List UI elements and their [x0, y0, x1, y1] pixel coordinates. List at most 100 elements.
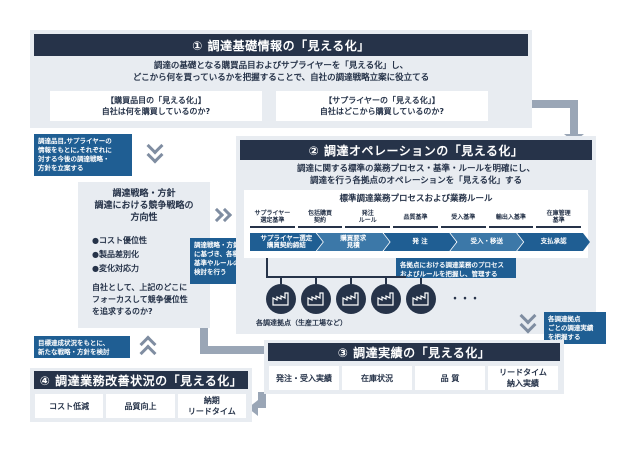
strategy-title-line: 方向性 — [130, 213, 158, 223]
connector-2-3-horizontal — [200, 346, 264, 354]
process-flow-row: サプライヤー選定購買契約締結購買要求見積発 注受入・移送支払承認 — [250, 233, 584, 251]
results-item: 在庫状況 — [342, 366, 412, 390]
site-connector — [420, 278, 422, 284]
sites-tree-trunk — [266, 258, 268, 278]
connector-3-4-vertical — [258, 392, 266, 408]
standard-rule-item: 発注ルール — [345, 208, 391, 228]
section3-title: ③ 調達実績の「見える化」 — [268, 343, 560, 361]
sites-row — [254, 278, 454, 318]
sites-label: 各調達拠点（生産工場など） — [256, 319, 347, 327]
factory-icon — [301, 284, 331, 314]
item-label-line: 品質基準 — [403, 213, 428, 221]
results-item: リードタイム納入実績 — [488, 366, 558, 390]
section1-desc-line2: どこから何を買っているかを把握することで、自社の調達戦略立案に役立てる — [132, 73, 430, 83]
item-box-left-line1: 【購買品目の「見える化」】 — [106, 96, 206, 105]
supplier-box-right-line1: 【サプライヤーの「見える化」】 — [324, 96, 440, 105]
section2-desc-line1: 調達に関する標準の業務プロセス・基準・ルールを明確にし、 — [296, 164, 535, 174]
factory-icon — [371, 284, 401, 314]
section2-title: ② 調達オペレーションの「見える化」 — [240, 140, 592, 160]
double-chevron-down-icon — [514, 307, 542, 338]
strategy-question-line: フォーカスして競争優位性 — [92, 295, 188, 304]
note-right-line: 各調達拠点 — [548, 315, 581, 323]
item-label-line: 基準 — [552, 217, 565, 224]
item-label-line: 輸出入基準 — [495, 213, 526, 221]
note-left-top-line: 情報をもとに,それぞれに — [38, 146, 112, 154]
strategy-question-line: 自社として、上記のどこに — [92, 283, 188, 292]
factory-icon — [336, 284, 366, 314]
standard-process-title: 標準調達業務プロセスおよび業務ルール — [339, 194, 493, 204]
note-left-top-line: 方針を立案する — [38, 164, 84, 172]
process-step: 発 注 — [384, 233, 457, 251]
section1-desc-line1: 調達の基礎となる購買品目およびサプライヤーを「見える化」し、 — [153, 61, 409, 71]
item-label-line: 品質向上 — [124, 401, 157, 411]
process-step: サプライヤー選定購買契約締結 — [250, 233, 323, 251]
item-label-line: 包括購買 — [308, 210, 333, 217]
note-left-top-line: 対する今後の調達戦略・ — [38, 155, 110, 163]
strategy-title: 調達戦略・方針 調達における競争戦略の 方向性 — [80, 188, 208, 224]
item-label-line: 契約 — [314, 217, 327, 224]
process-step: 支払承認 — [517, 233, 590, 251]
strategy-bullet: ●製品差別化 — [92, 250, 139, 259]
improvement-item: コスト低減 — [35, 394, 104, 418]
item-label-line: 購買契約締結 — [266, 241, 306, 249]
standard-rule-item: 在庫管理基準 — [536, 208, 581, 228]
section1-supplier-box-right: 【サプライヤーの「見える化」】 自社はどこから購買しているのか? — [276, 91, 488, 121]
item-label-line: 在庫状況 — [361, 373, 393, 383]
note-right: 各調達拠点 ごとの調達実績 を把握する — [544, 312, 606, 344]
item-label-line: 納入実績 — [507, 379, 539, 388]
connector-1-2-vertical — [570, 100, 578, 138]
factory-icon — [266, 284, 296, 314]
note-strategy-line: 検討を行う — [194, 268, 227, 276]
base-note-line: およびルールを把握し、管理する — [400, 270, 498, 278]
item-label-line: 購買要求 — [340, 233, 367, 242]
site-connector — [350, 278, 352, 284]
item-box-left-line2: 自社は何を購買しているのか? — [101, 107, 211, 116]
note-strategy-line: に基づき、各種 — [194, 250, 240, 258]
item-label-line: リードタイム — [187, 407, 236, 416]
item-label-line: 発注 — [361, 210, 374, 217]
strategy-bullet: ●変化対応力 — [92, 264, 139, 273]
results-item: 品 質 — [415, 366, 485, 390]
standard-rule-item: 受入基準 — [440, 208, 486, 228]
sites-tree-bar — [266, 276, 406, 278]
base-process-note: 各拠点における調達業務のプロセス およびルールを把握し、管理する — [396, 258, 516, 278]
item-label-line: ルール — [358, 217, 377, 224]
item-label-line: 見積 — [346, 241, 360, 249]
double-chevron-up-icon — [134, 334, 162, 362]
item-label-line: 受入基準 — [451, 213, 476, 221]
item-label-line: サプライヤー — [254, 210, 291, 217]
note-strategy-line: 調達戦略・方針 — [194, 241, 240, 249]
item-label-line: 納期 — [203, 396, 220, 405]
item-label-line: サプライヤー選定 — [260, 233, 313, 242]
note-left-top-line: 調達品目,サプライヤーの — [38, 137, 112, 145]
process-step: 購買要求見積 — [317, 233, 390, 251]
item-label-line: 在庫管理 — [546, 210, 571, 217]
standard-rule-item: 包括購買契約 — [297, 208, 343, 228]
item-label-line: 発 注 — [412, 237, 428, 246]
item-label-line: 品 質 — [440, 373, 460, 383]
section1-title: ① 調達基礎情報の「見える化」 — [34, 34, 528, 56]
item-label-line: 発注・受入実績 — [276, 373, 332, 383]
strategy-title-line: 調達戦略・方針 — [112, 189, 176, 199]
note-left-bottom-line: 目標達成状況をもとに、 — [38, 339, 110, 347]
note-left-bottom-line: 新たな戦略・方針を検討 — [38, 348, 110, 356]
process-step: 受入・移送 — [450, 233, 523, 251]
connector-1-2-horizontal — [530, 100, 578, 108]
standard-rule-item: 品質基準 — [393, 208, 438, 228]
standard-rules-row: サプライヤー選定基準包括購買契約発注ルール品質基準受入基準輸出入基準在庫管理基準 — [250, 208, 584, 228]
improvement-item: 納期リードタイム — [177, 394, 246, 418]
improvement-item: 品質向上 — [106, 394, 175, 418]
item-label-line: コスト低減 — [49, 401, 90, 411]
standard-rule-item: サプライヤー選定基準 — [250, 208, 295, 228]
double-chevron-right-icon — [209, 206, 236, 226]
connector-2-3-vertical — [200, 328, 208, 354]
strategy-question-line: を追求するのか? — [92, 307, 153, 316]
item-label-line: 受入・移送 — [470, 237, 504, 246]
strategy-title-line: 調達における競争戦略の — [94, 201, 194, 211]
standard-rule-item: 輸出入基準 — [488, 208, 534, 228]
strategy-panel — [78, 182, 210, 328]
section4-items-row: コスト低減 品質向上 納期リードタイム — [34, 394, 248, 418]
base-note-line: 各拠点における調達業務のプロセス — [400, 261, 504, 269]
note-strategy-line: 基準やルールの — [194, 259, 240, 267]
note-right-line: ごとの調達実績 — [548, 324, 594, 332]
